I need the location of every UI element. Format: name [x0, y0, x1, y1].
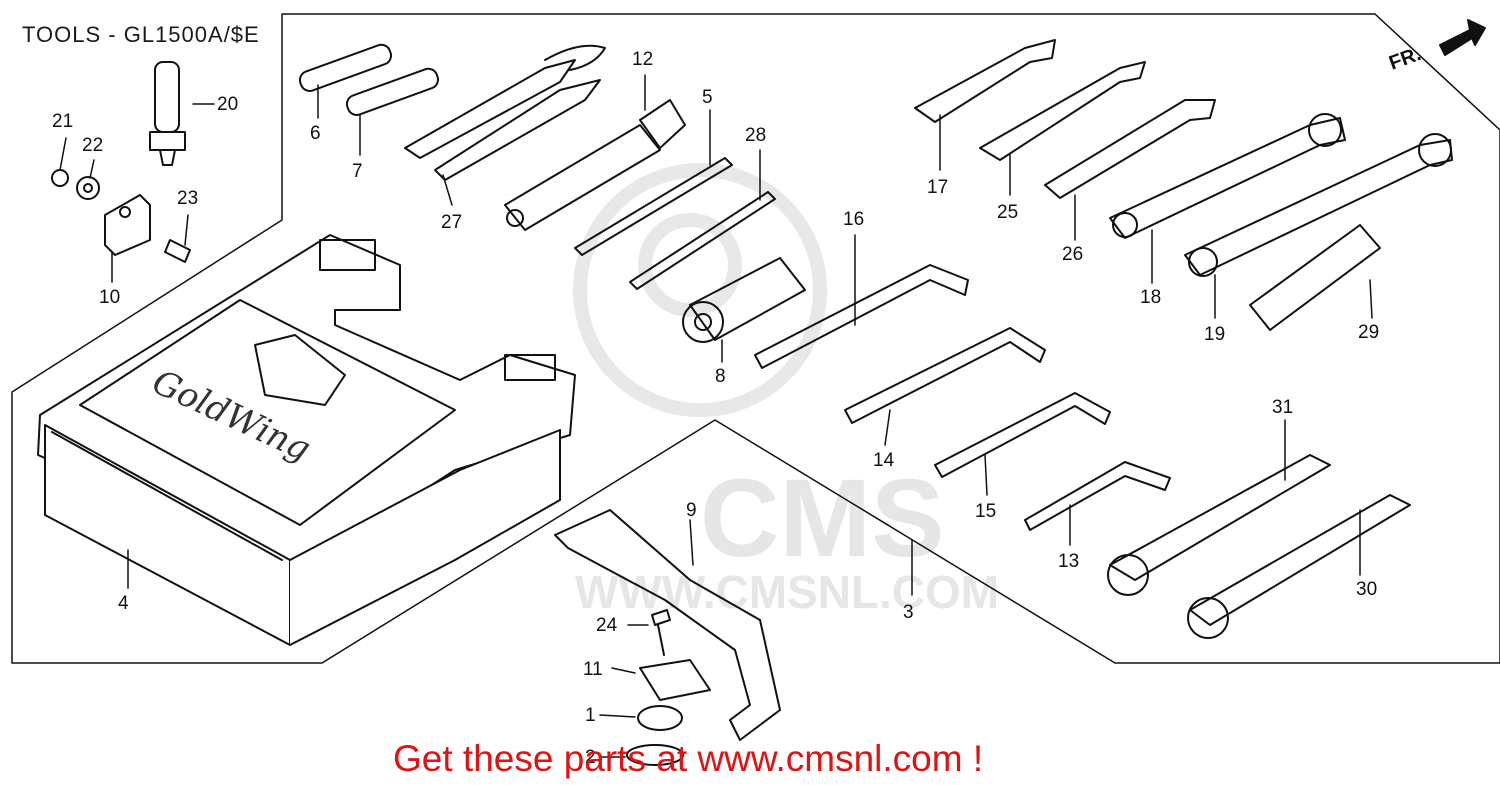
callout-19[interactable]: 19	[1204, 324, 1226, 345]
callout-24[interactable]: 24	[596, 615, 618, 636]
callout-14[interactable]: 14	[873, 450, 895, 471]
diagram-title: TOOLS - GL1500A/$E	[22, 22, 260, 47]
watermark-logo: CMS	[700, 457, 945, 580]
callout-31[interactable]: 31	[1272, 397, 1294, 418]
frame-outline	[11, 13, 1500, 664]
callout-3[interactable]: 3	[903, 602, 914, 623]
callout-9[interactable]: 9	[686, 500, 697, 521]
callout-25[interactable]: 25	[997, 202, 1019, 223]
callout-11[interactable]: 11	[583, 659, 603, 680]
callout-21[interactable]: 21	[52, 111, 74, 132]
callout-26[interactable]: 26	[1062, 244, 1084, 265]
callout-12[interactable]: 12	[632, 49, 654, 70]
callout-15[interactable]: 15	[975, 501, 997, 522]
callout-13[interactable]: 13	[1058, 551, 1080, 572]
callout-2[interactable]: 2	[585, 747, 596, 768]
watermark-url: WWW.CMSNL.COM	[575, 566, 1000, 618]
callout-28[interactable]: 28	[745, 125, 767, 146]
front-direction-arrow-icon	[1439, 19, 1486, 56]
callout-17[interactable]: 17	[927, 177, 949, 198]
callout-16[interactable]: 16	[843, 209, 865, 230]
callout-20[interactable]: 20	[217, 94, 239, 115]
callout-1[interactable]: 1	[585, 705, 596, 726]
callout-7[interactable]: 7	[352, 161, 363, 182]
small-fasteners	[51, 169, 191, 263]
spark-plug-holder	[149, 61, 186, 166]
socket-wrench	[504, 99, 686, 231]
callout-18[interactable]: 18	[1140, 287, 1162, 308]
callout-6[interactable]: 6	[310, 123, 321, 144]
callout-29[interactable]: 29	[1358, 322, 1380, 343]
strap	[554, 509, 781, 741]
callout-5[interactable]: 5	[702, 87, 713, 108]
watermark-mascot-icon	[573, 163, 827, 417]
callout-22[interactable]: 22	[82, 135, 104, 156]
callout-10[interactable]: 10	[99, 287, 121, 308]
direction-marker: FR.	[1386, 43, 1424, 75]
tool-box	[37, 234, 576, 646]
callout-4[interactable]: 4	[118, 593, 129, 614]
callout-30[interactable]: 30	[1356, 579, 1378, 600]
callout-27[interactable]: 27	[441, 212, 463, 233]
footer-link[interactable]: Get these parts at www.cmsnl.com !	[393, 738, 984, 779]
screwdriver-handle	[682, 257, 806, 343]
callout-23[interactable]: 23	[177, 188, 199, 209]
leader-lines	[59, 74, 1373, 758]
callout-8[interactable]: 8	[715, 366, 726, 387]
pliers	[404, 44, 606, 181]
